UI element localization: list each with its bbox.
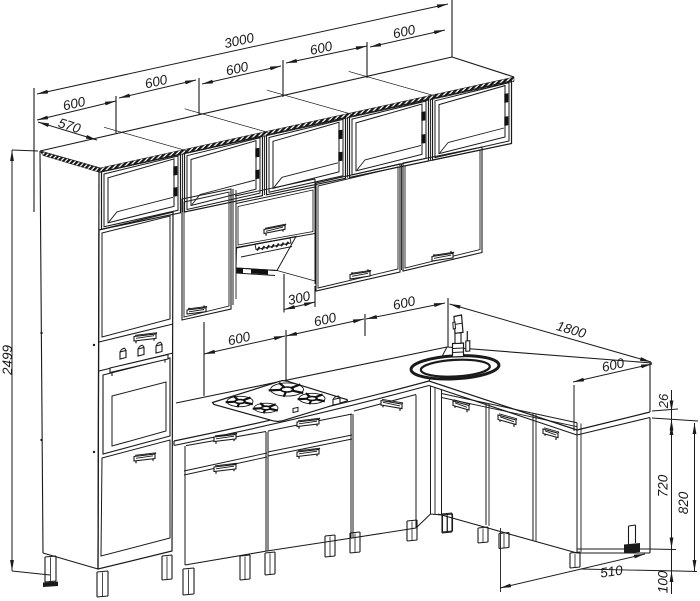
svg-text:2499: 2499 [0,344,15,376]
svg-text:720: 720 [656,474,671,497]
svg-text:600: 600 [391,22,417,42]
svg-text:510: 510 [599,562,624,580]
svg-text:570: 570 [56,115,82,136]
svg-text:600: 600 [391,293,417,313]
svg-text:600: 600 [226,329,252,349]
svg-text:300: 300 [286,288,312,308]
svg-text:600: 600 [312,310,338,330]
svg-text:26: 26 [656,393,671,409]
svg-text:600: 600 [308,38,334,58]
svg-text:600: 600 [61,94,87,114]
svg-text:600: 600 [224,59,250,79]
svg-text:3000: 3000 [223,30,256,51]
svg-text:600: 600 [143,72,169,92]
svg-text:820: 820 [676,491,691,514]
svg-text:100: 100 [656,570,671,593]
svg-text:600: 600 [600,355,626,375]
